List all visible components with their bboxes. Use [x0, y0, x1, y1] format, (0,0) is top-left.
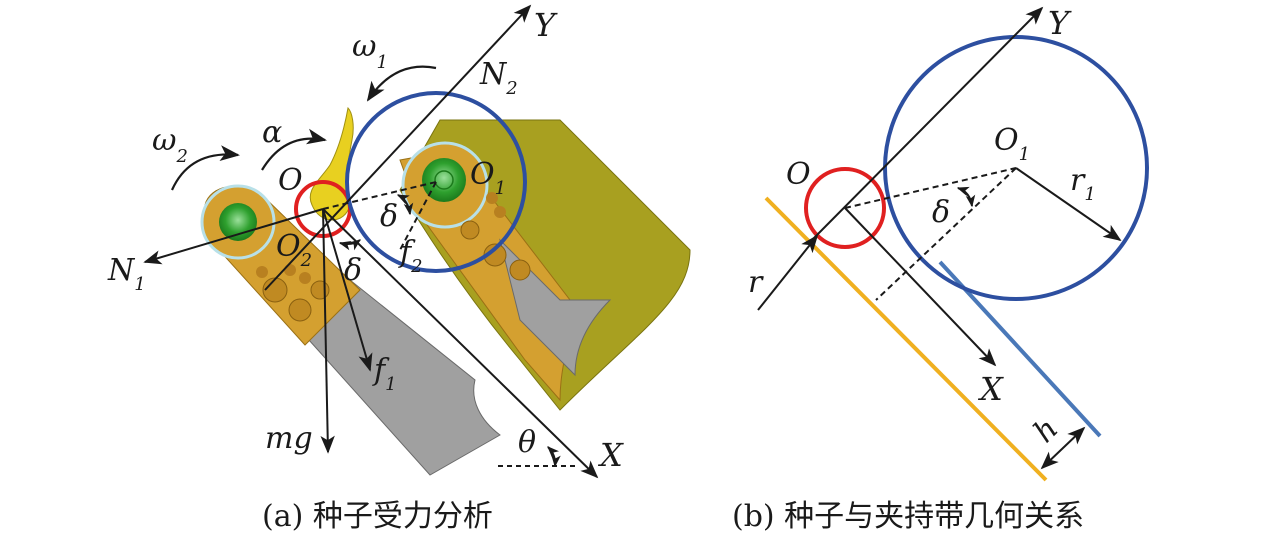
y-axis	[264, 4, 532, 291]
r1-arrow	[1015, 167, 1122, 242]
delta-arc-1	[396, 194, 414, 216]
h-arrow	[1040, 426, 1086, 470]
label-o2: O2	[276, 229, 312, 271]
label-r-b: r	[748, 265, 764, 300]
right-roller-assembly	[399, 119, 691, 411]
y-axis-b	[811, 6, 1044, 241]
label-o1-b: O1	[994, 123, 1030, 165]
f2-dashed	[399, 181, 437, 251]
label-o1: O1	[470, 157, 506, 199]
r-arrow	[757, 234, 819, 311]
omega1-arrow	[366, 65, 437, 102]
omega2-arrow	[170, 145, 240, 191]
label-f2: f2	[398, 235, 423, 277]
f1-vector	[322, 208, 373, 372]
caption-a: (a) 种子受力分析	[262, 499, 493, 534]
label-y-axis: Y	[534, 6, 558, 44]
theta-arc	[547, 446, 561, 468]
label-o-b: O	[786, 157, 811, 192]
label-delta-2: δ	[344, 253, 362, 288]
label-h-b: h	[1027, 411, 1065, 449]
label-n1: N1	[107, 253, 146, 295]
roller-circle	[345, 91, 527, 273]
label-alpha: α	[262, 115, 282, 150]
delta-arc-2	[338, 239, 361, 251]
label-r1-b: r1	[1070, 163, 1096, 205]
panel-a: Y X ω1 ω2 α O O1 O2 N1 N2 δ δ f1 f2 mg θ…	[107, 4, 691, 534]
label-theta: θ	[518, 425, 536, 460]
caption-b: (b) 种子与夹持带几何关系	[732, 499, 1084, 534]
label-y-axis-b: Y	[1048, 4, 1072, 42]
panel-b: Y X O O1 r1 δ r h (b) 种子与夹持带几何关系	[732, 4, 1149, 534]
alpha-arrow	[261, 128, 327, 171]
mg-vector	[320, 208, 335, 454]
label-omega1: ω1	[352, 29, 388, 73]
label-x-axis: X	[597, 436, 624, 474]
label-n2: N2	[479, 57, 518, 99]
n1-vector	[143, 208, 324, 265]
label-mg: mg	[265, 421, 313, 456]
label-x-axis-b: X	[977, 370, 1004, 408]
label-omega2: ω2	[152, 123, 188, 167]
label-delta-b: δ	[932, 195, 950, 230]
center-line-b	[844, 167, 1017, 209]
delta-arc-b	[956, 186, 976, 208]
x-axis-b	[844, 207, 997, 367]
label-delta-1: δ	[380, 199, 398, 234]
x-axis	[322, 208, 599, 479]
roller-circle-b	[883, 35, 1149, 301]
label-o: O	[278, 163, 303, 198]
seed-circle	[804, 167, 886, 249]
perp-dashed-b	[875, 167, 1017, 301]
